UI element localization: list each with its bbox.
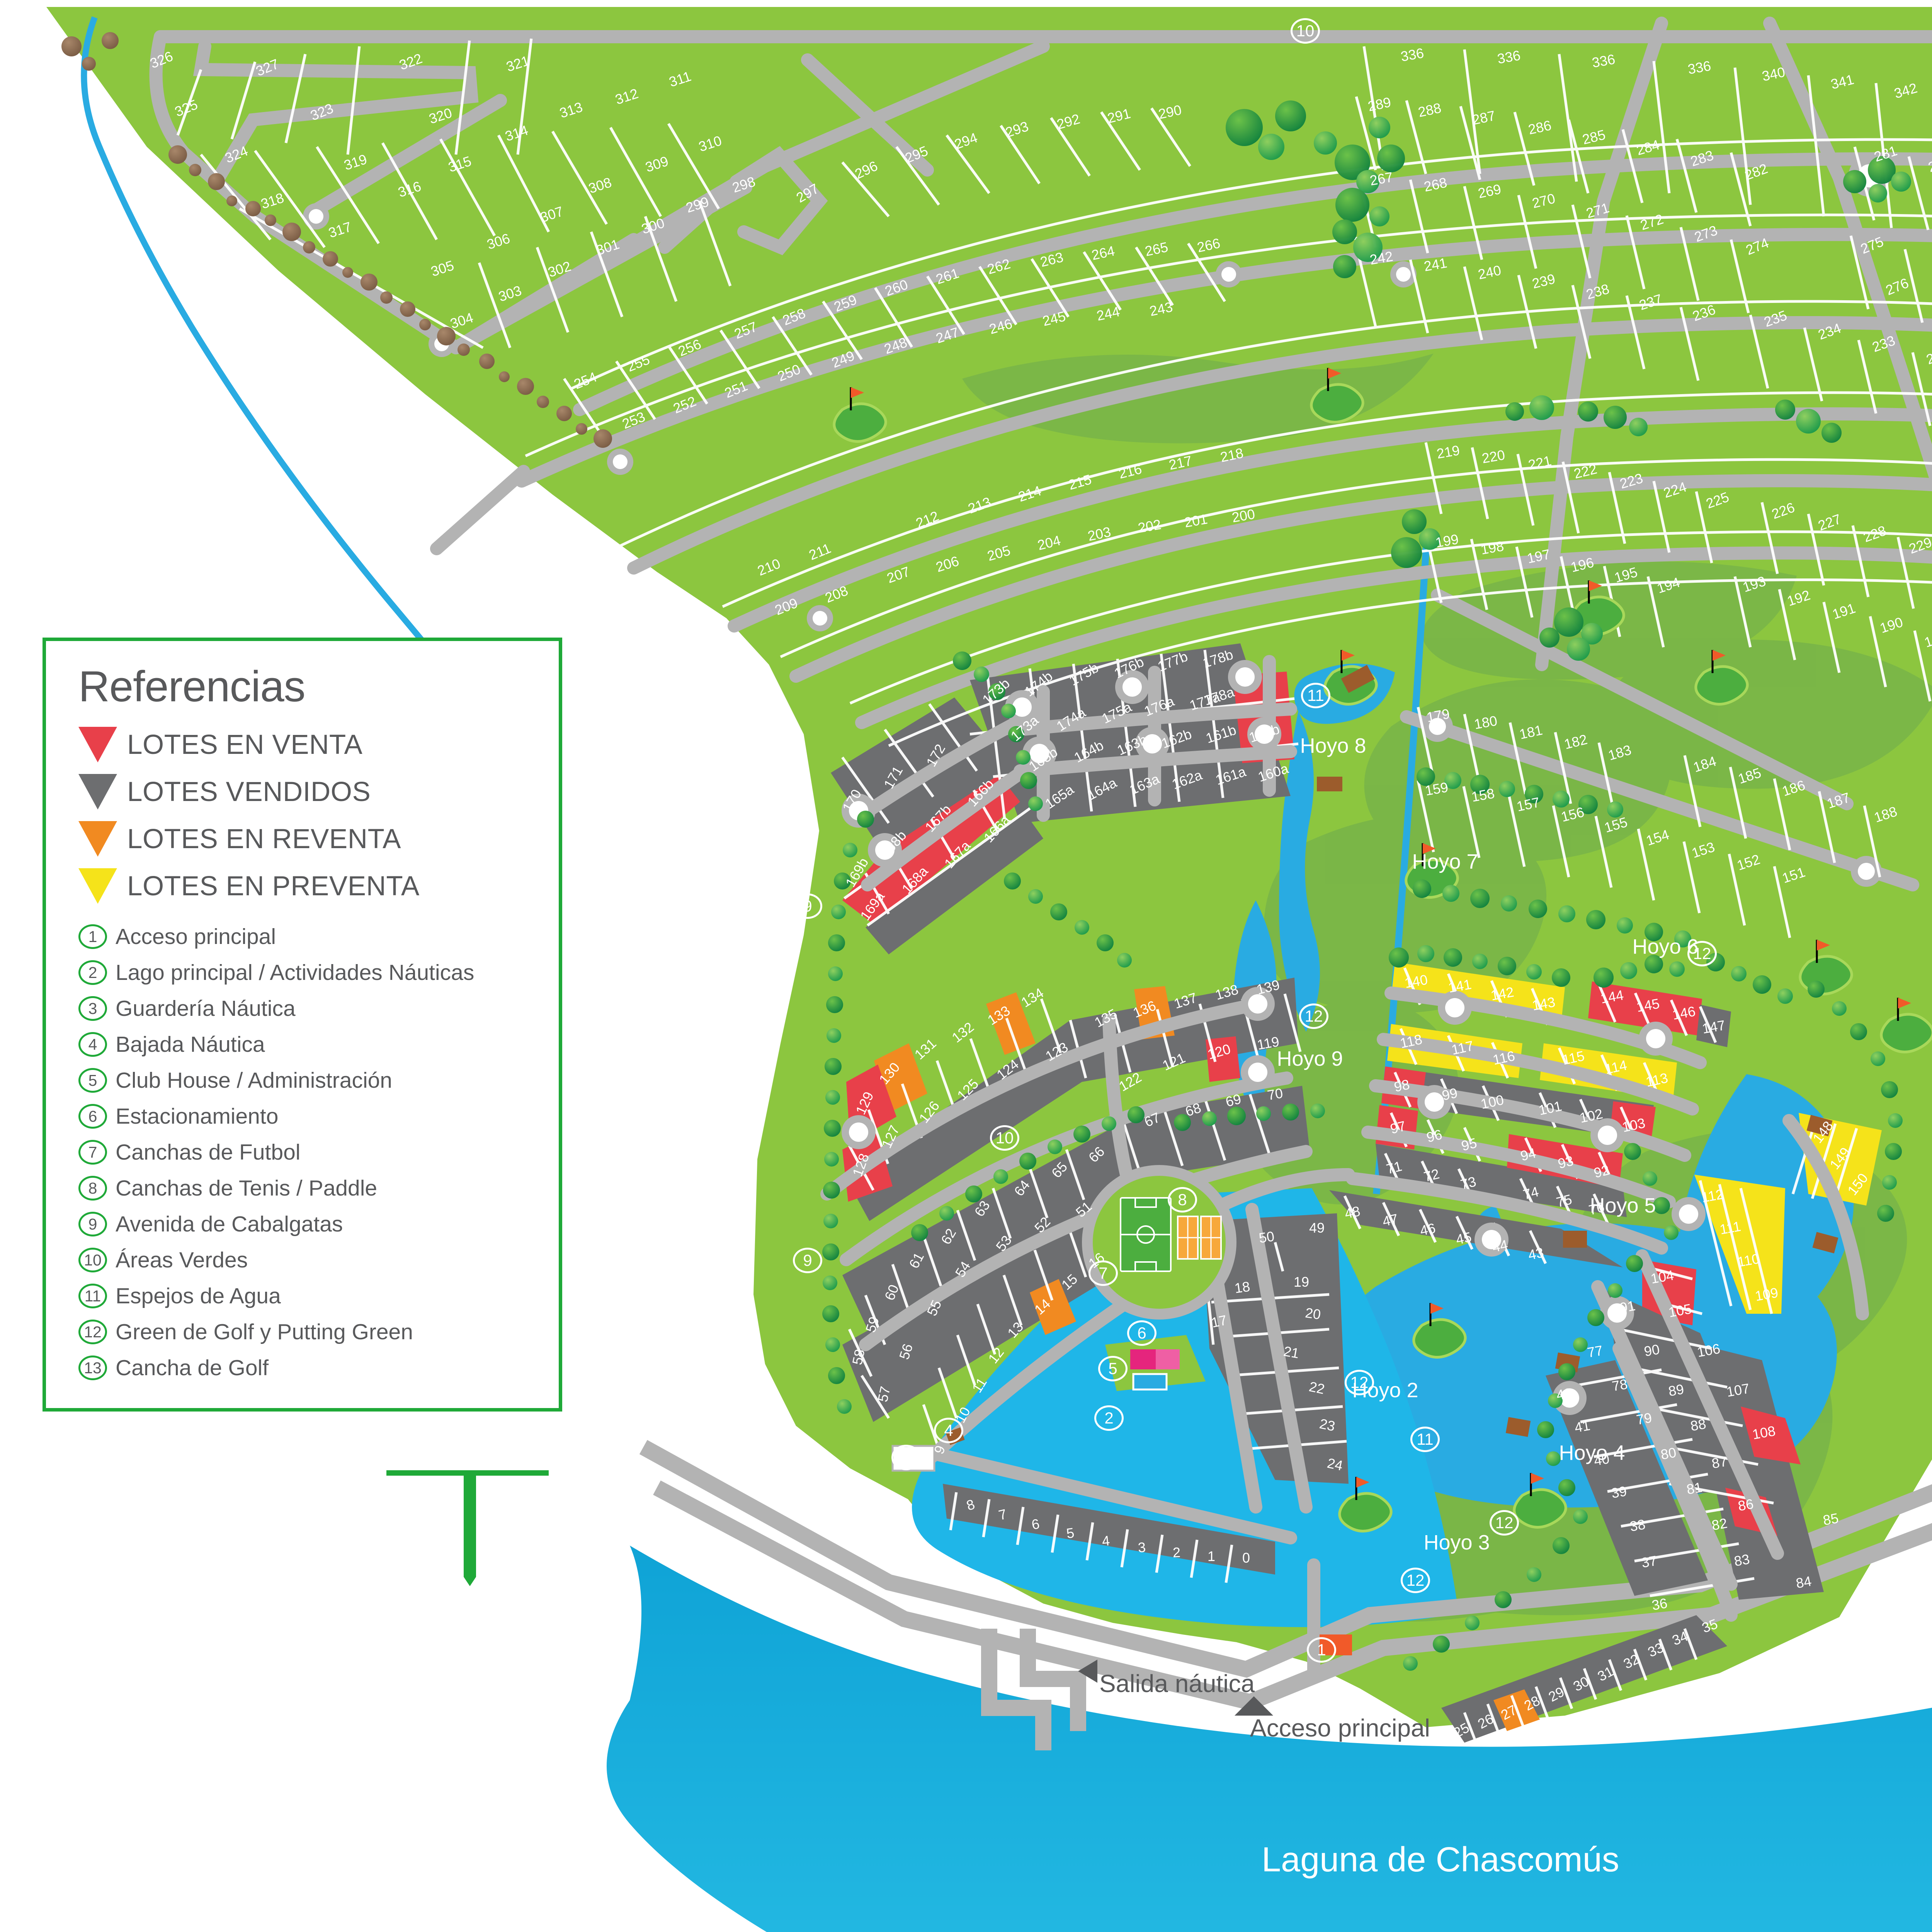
legend-reference-row: 8 Canchas de Tenis / Paddle <box>78 1174 536 1202</box>
map-reference-marker[interactable]: 10 <box>1291 18 1320 44</box>
legend-reference-row: 13 Cancha de Golf <box>78 1354 536 1382</box>
legend-status-row: LOTES VENDIDOS <box>78 773 536 810</box>
legend-status-label: LOTES EN PREVENTA <box>127 871 420 901</box>
legend-status-list: LOTES EN VENTA LOTES VENDIDOS LOTES EN REV… <box>69 726 536 905</box>
reference-number-badge: 4 <box>78 1032 107 1057</box>
legend-reference-label: Espejos de Agua <box>116 1283 281 1308</box>
legend-status-label: LOTES VENDIDOS <box>127 776 371 807</box>
road-nodes-lower <box>842 660 1706 1415</box>
map-reference-marker[interactable]: 12 <box>1299 1003 1328 1029</box>
map-reference-marker[interactable]: 12 <box>1490 1510 1519 1536</box>
reference-number-badge: 1 <box>78 924 107 949</box>
legend-reference-label: Bajada Náutica <box>116 1032 265 1057</box>
golf-hole-label: Hoyo 3 <box>1423 1531 1490 1554</box>
reference-number-badge: 10 <box>78 1248 107 1272</box>
legend-reference-label: Avenida de Cabalgatas <box>116 1211 343 1236</box>
map-reference-marker[interactable]: 7 <box>1088 1260 1118 1286</box>
status-triangle-icon <box>78 727 117 762</box>
map-reference-marker[interactable]: 3 <box>891 1445 921 1470</box>
golf-hole-label: Hoyo 9 <box>1277 1047 1343 1070</box>
legend-reference-row: 1 Acceso principal <box>78 922 536 951</box>
legend-reference-row: 5 Club House / Administración <box>78 1066 536 1095</box>
legend-reference-label: Club House / Administración <box>116 1068 393 1093</box>
map-reference-marker[interactable]: 12 <box>1687 941 1717 966</box>
laguna-chascomus <box>607 1546 1932 1932</box>
legend-status-label: LOTES EN REVENTA <box>127 823 401 854</box>
golf-hole-label: Hoyo 8 <box>1300 734 1366 757</box>
legend-reference-label: Guardería Náutica <box>116 996 296 1021</box>
legend-reference-row: 7 Canchas de Futbol <box>78 1138 536 1167</box>
map-reference-marker[interactable]: 11 <box>1410 1427 1440 1452</box>
reference-number-badge: 2 <box>78 960 107 985</box>
legend-reference-list: 1 Acceso principal 2 Lago principal / Activ… <box>78 922 536 1382</box>
reference-number-badge: 13 <box>78 1355 107 1380</box>
legend-reference-row: 9 Avenida de Cabalgatas <box>78 1210 536 1238</box>
map-reference-marker[interactable]: 9 <box>793 893 822 919</box>
reference-number-badge: 7 <box>78 1140 107 1165</box>
legend-reference-row: 3 Guardería Náutica <box>78 994 536 1023</box>
golf-hole-label: Hoyo 7 <box>1412 850 1478 873</box>
legend-reference-row: 2 Lago principal / Actividades Náuticas <box>78 958 536 987</box>
legend-status-row: LOTES EN REVENTA <box>78 820 536 857</box>
internal-roads <box>149 17 1932 891</box>
status-triangle-icon <box>78 821 117 857</box>
sports-complex <box>1082 1165 1236 1320</box>
status-triangle-icon <box>78 774 117 810</box>
legend-reference-label: Lago principal / Actividades Náuticas <box>116 960 474 985</box>
map-reference-marker[interactable]: 2 <box>1094 1405 1124 1431</box>
legend-reference-row: 10 Áreas Verdes <box>78 1246 536 1274</box>
tree-clusters <box>61 32 1911 1671</box>
status-triangle-icon <box>78 868 117 904</box>
map-reference-marker[interactable]: 10 <box>990 1125 1019 1151</box>
laguna-label: Laguna de Chascomús <box>1262 1840 1619 1879</box>
legend-status-label: LOTES EN VENTA <box>127 729 363 760</box>
perimeter-roads <box>639 1440 1932 1750</box>
legend-reference-row: 11 Espejos de Agua <box>78 1282 536 1310</box>
legend-reference-label: Canchas de Tenis / Paddle <box>116 1175 378 1201</box>
map-reference-marker[interactable]: 12 <box>1345 1370 1374 1395</box>
map-reference-marker[interactable]: 5 <box>1098 1356 1128 1381</box>
legend-callout-tail <box>386 1470 549 1586</box>
reference-number-badge: 3 <box>78 996 107 1021</box>
legend-status-row: LOTES EN PREVENTA <box>78 867 536 905</box>
reference-number-badge: 11 <box>78 1284 107 1308</box>
map-reference-marker[interactable]: 9 <box>793 1248 822 1273</box>
golf-hole-label: Hoyo 4 <box>1559 1441 1625 1464</box>
map-reference-marker[interactable]: 4 <box>934 1418 963 1443</box>
legend-reference-row: 6 Estacionamiento <box>78 1102 536 1131</box>
nw-shrubs <box>61 32 612 448</box>
reference-number-badge: 8 <box>78 1176 107 1201</box>
golf-hole-label: Hoyo 2 <box>1352 1379 1418 1402</box>
hedgerows <box>822 651 1903 1671</box>
map-reference-marker[interactable]: 8 <box>1168 1187 1197 1213</box>
golf-hole-label: Hoyo 6 <box>1632 935 1699 958</box>
map-callout-label: Acceso principal <box>1250 1714 1430 1742</box>
reference-number-badge: 9 <box>78 1212 107 1236</box>
map-reference-marker[interactable]: 1 <box>1307 1637 1336 1663</box>
legend-panel: Referencias LOTES EN VENTA LOTES VENDIDOS… <box>43 638 562 1412</box>
legend-reference-label: Áreas Verdes <box>116 1247 248 1272</box>
map-reference-marker[interactable]: 12 <box>1401 1568 1430 1593</box>
legend-reference-label: Acceso principal <box>116 924 276 949</box>
reference-number-badge: 12 <box>78 1320 107 1344</box>
legend-reference-label: Cancha de Golf <box>116 1355 269 1380</box>
legend-reference-label: Canchas de Futbol <box>116 1139 301 1165</box>
legend-reference-row: 4 Bajada Náutica <box>78 1030 536 1059</box>
legend-reference-label: Green de Golf y Putting Green <box>116 1319 413 1344</box>
reference-number-badge: 5 <box>78 1068 107 1093</box>
legend-status-row: LOTES EN VENTA <box>78 726 536 763</box>
legend-reference-label: Estacionamiento <box>116 1104 279 1129</box>
legend-title: Referencias <box>78 662 306 711</box>
map-reference-marker[interactable]: 6 <box>1127 1320 1156 1346</box>
map-reference-marker[interactable]: 11 <box>1301 683 1330 708</box>
legend-reference-row: 12 Green de Golf y Putting Green <box>78 1318 536 1346</box>
golf-hole-label: Hoyo 5 <box>1590 1194 1656 1217</box>
reference-number-badge: 6 <box>78 1104 107 1129</box>
direction-arrows <box>1078 1660 1273 1716</box>
map-callout-label: Salida náutica <box>1099 1670 1255 1697</box>
